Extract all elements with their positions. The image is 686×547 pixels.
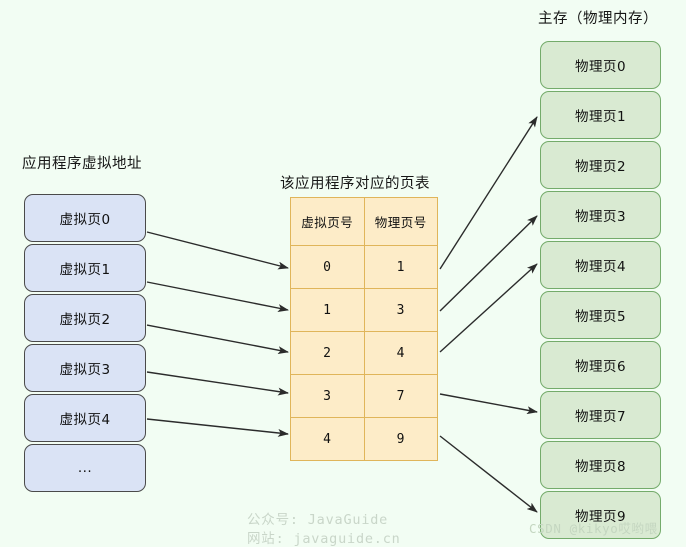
virtual-page-box-2[interactable]: 虚拟页2 [24,294,146,342]
page-table-cell-virtual-3: 3 [290,374,365,418]
arrow-row0-to-ppage1 [439,116,538,270]
page-table-header-row: 虚拟页号 物理页号 [290,197,438,246]
page-table-cell-physical-4: 9 [363,417,438,461]
virtual-page-box-3[interactable]: 虚拟页3 [24,344,146,392]
physical-page-box-1[interactable]: 物理页1 [540,91,661,139]
table-row: 2 4 [290,331,438,375]
physical-page-box-4[interactable]: 物理页4 [540,241,661,289]
page-table-cell-virtual-1: 1 [290,288,365,332]
arrow-vpage1-to-row1 [146,281,289,312]
watermark-wechat: 公众号: JavaGuide [247,512,389,528]
page-table-cell-physical-3: 7 [363,374,438,418]
arrow-vpage2-to-row2 [146,324,289,355]
virtual-page-box-0[interactable]: 虚拟页0 [24,194,146,242]
page-table-cell-physical-2: 4 [363,331,438,375]
physical-page-box-7[interactable]: 物理页7 [540,391,661,439]
watermark-website: 网站: javaguide.cn [247,531,401,547]
physical-page-box-3[interactable]: 物理页3 [540,191,661,239]
virtual-address-title: 应用程序虚拟地址 [22,156,142,172]
watermark-csdn: CSDN @kikyo哎哟喂 [529,521,658,536]
physical-page-box-9[interactable]: 物理页9 [540,491,661,539]
arrow-vpage0-to-row0 [146,231,289,270]
virtual-page-box-ellipsis[interactable]: ... [24,444,146,492]
arrow-vpage3-to-row3 [146,371,289,396]
physical-page-box-5[interactable]: 物理页5 [540,291,661,339]
physical-page-box-2[interactable]: 物理页2 [540,141,661,189]
page-table-cell-physical-0: 1 [363,245,438,289]
page-table-cell-virtual-2: 2 [290,331,365,375]
page-table: 虚拟页号 物理页号 0 1 1 3 2 4 3 7 4 9 [290,197,438,461]
table-row: 1 3 [290,288,438,332]
physical-page-box-0[interactable]: 物理页0 [540,41,661,89]
table-row: 3 7 [290,374,438,418]
arrow-row1-to-ppage3 [439,215,538,312]
virtual-page-box-1[interactable]: 虚拟页1 [24,244,146,292]
physical-page-box-8[interactable]: 物理页8 [540,441,661,489]
arrow-row3-to-ppage7 [439,393,538,415]
table-row: 0 1 [290,245,438,289]
physical-page-box-6[interactable]: 物理页6 [540,341,661,389]
arrow-vpage4-to-row4 [146,418,289,437]
page-table-header-physical: 物理页号 [363,197,438,246]
main-memory-title: 主存（物理内存） [538,11,658,27]
virtual-page-box-4[interactable]: 虚拟页4 [24,394,146,442]
page-table-title: 该应用程序对应的页表 [280,176,430,192]
page-table-cell-virtual-4: 4 [290,417,365,461]
arrow-row2-to-ppage4 [439,263,538,353]
page-table-cell-virtual-0: 0 [290,245,365,289]
arrow-row4-to-ppage9 [439,435,538,513]
page-table-cell-physical-1: 3 [363,288,438,332]
table-row: 4 9 [290,417,438,461]
page-table-header-virtual: 虚拟页号 [290,197,365,246]
